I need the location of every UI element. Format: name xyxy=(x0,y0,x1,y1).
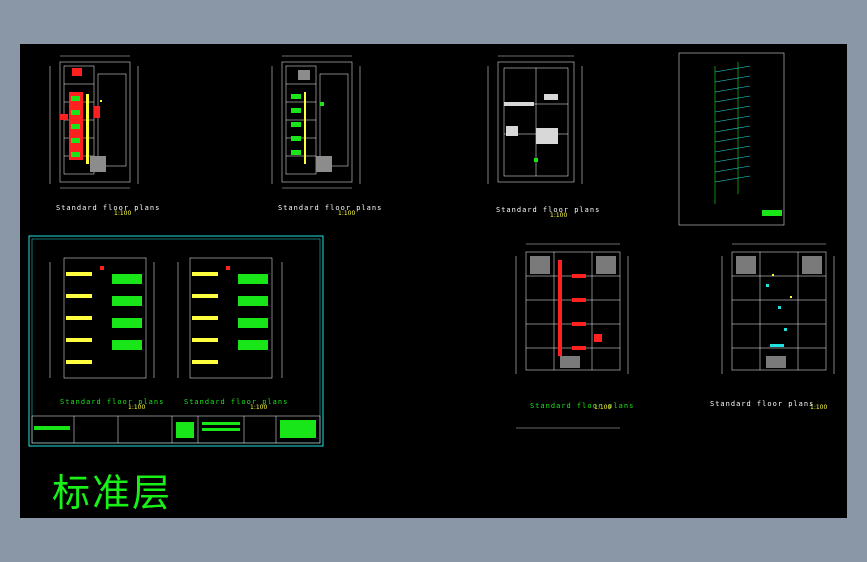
sheet-2-label: Standard floor plans xyxy=(278,204,383,212)
plan-sheet-1 xyxy=(49,55,139,189)
sheet-5-scale: 1:100 xyxy=(594,404,612,411)
drawing-title: 标准层 xyxy=(52,471,173,515)
sheet-4b-scale: 1:100 xyxy=(250,404,268,411)
riser-diagram-frame xyxy=(678,52,785,226)
sheet-1-scale: 1:100 xyxy=(114,210,132,217)
sheet-6-scale: 1:100 xyxy=(810,404,828,411)
sheet-3-label: Standard floor plans xyxy=(496,206,601,214)
sheet-4a-label: Standard floor plans xyxy=(60,398,165,406)
sheet-4b-label: Standard floor plans xyxy=(184,398,289,406)
sheet-2-scale: 1:100 xyxy=(338,210,356,217)
sheet-4a-scale: 1:100 xyxy=(128,404,146,411)
plan-sheet-6 xyxy=(721,243,835,374)
drawing-svg xyxy=(28,52,835,447)
cad-model-space[interactable]: Standard floor plans 1:100 Standard floo… xyxy=(20,44,847,518)
plan-sheet-3 xyxy=(487,55,583,184)
sheet-6-label: Standard floor plans xyxy=(710,400,815,408)
framed-sheet xyxy=(28,235,324,447)
sheet-1-label: Standard floor plans xyxy=(56,204,161,212)
sheet-5-label: Standard floor plans xyxy=(530,402,635,410)
plan-sheet-5 xyxy=(515,243,629,374)
plan-sheet-2 xyxy=(271,55,361,189)
sheet-3-scale: 1:100 xyxy=(550,212,568,219)
